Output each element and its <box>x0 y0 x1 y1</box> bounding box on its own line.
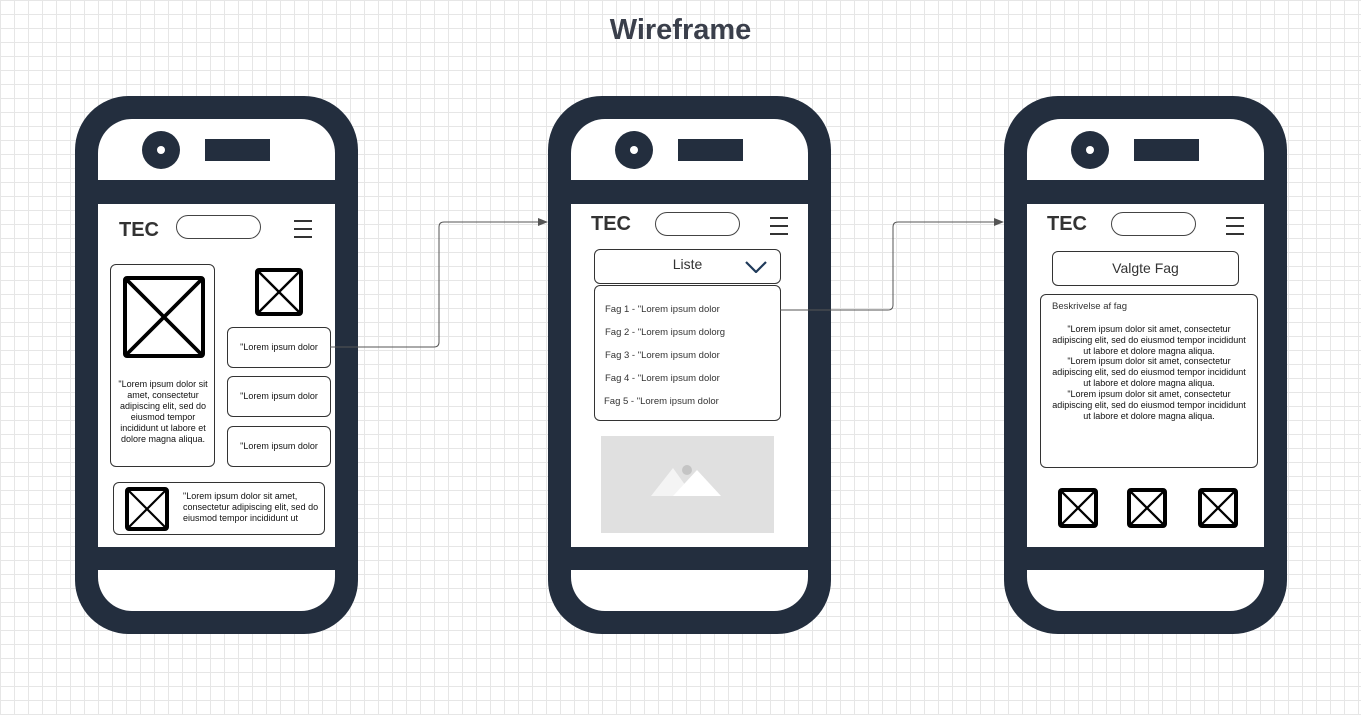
speaker-grille <box>205 139 270 161</box>
image-placeholder <box>601 436 774 533</box>
description-paragraph: "Lorem ipsum dolor sit amet, consectetur… <box>1052 389 1246 421</box>
dropdown-list: Fag 1 - "Lorem ipsum dolor Fag 2 - "Lore… <box>594 285 781 421</box>
hamburger-menu-icon[interactable] <box>770 217 788 235</box>
image-placeholder-icon[interactable] <box>1058 488 1098 528</box>
list-item[interactable]: Fag 3 - "Lorem ipsum dolor <box>605 350 720 361</box>
phone-screen: TEC "Lorem ipsum dolor sit amet, consect… <box>98 204 335 547</box>
list-item[interactable]: Fag 4 - "Lorem ipsum dolor <box>605 373 720 384</box>
dropdown-label: Liste <box>672 256 703 272</box>
side-button-2[interactable]: "Lorem ipsum dolor <box>227 376 331 417</box>
dropdown-select[interactable]: Liste <box>594 249 781 284</box>
list-item[interactable]: Fag 2 - "Lorem ipsum dolorg <box>605 327 726 338</box>
phone-bottom-bezel-area <box>1027 570 1264 611</box>
chevron-down-icon <box>745 261 767 273</box>
description-heading: Beskrivelse af fag <box>1052 301 1127 312</box>
selected-subject-button[interactable]: Valgte Fag <box>1052 251 1239 286</box>
description-paragraph: "Lorem ipsum dolor sit amet, consectetur… <box>1052 356 1246 388</box>
page-title: Wireframe <box>609 14 752 46</box>
hamburger-menu-icon[interactable] <box>294 220 312 238</box>
camera-icon <box>142 131 180 169</box>
connector-arrow-1 <box>330 218 548 348</box>
featured-card[interactable]: "Lorem ipsum dolor sit amet, consectetur… <box>110 264 215 467</box>
image-placeholder-icon[interactable] <box>1127 488 1167 528</box>
search-input[interactable] <box>1111 212 1196 236</box>
featured-card-text: "Lorem ipsum dolor sit amet, consectetur… <box>118 379 208 444</box>
image-placeholder-icon[interactable] <box>1198 488 1238 528</box>
image-placeholder-icon <box>123 276 205 358</box>
side-button-1[interactable]: "Lorem ipsum dolor <box>227 327 331 368</box>
phone-bottom-bezel-area <box>98 570 335 611</box>
hamburger-menu-icon[interactable] <box>1226 217 1244 235</box>
speaker-grille <box>678 139 743 161</box>
search-input[interactable] <box>655 212 740 236</box>
image-placeholder-icon <box>255 268 303 316</box>
bottom-card-text: "Lorem ipsum dolor sit amet, consectetur… <box>183 491 319 523</box>
phone-screen: TEC Liste Fag 1 - "Lorem ipsum dolor Fag… <box>571 204 808 547</box>
description-paragraph: "Lorem ipsum dolor sit amet, consectetur… <box>1052 324 1246 356</box>
phone-1-home: TEC "Lorem ipsum dolor sit amet, consect… <box>75 96 358 634</box>
camera-icon <box>615 131 653 169</box>
speaker-grille <box>1134 139 1199 161</box>
search-input[interactable] <box>176 215 261 239</box>
bottom-card[interactable]: "Lorem ipsum dolor sit amet, consectetur… <box>113 482 325 535</box>
side-button-3[interactable]: "Lorem ipsum dolor <box>227 426 331 467</box>
brand-logo[interactable]: TEC <box>1047 213 1087 235</box>
list-item[interactable]: Fag 5 - "Lorem ipsum dolor <box>604 396 719 407</box>
phone-bottom-bezel-area <box>571 570 808 611</box>
list-item[interactable]: Fag 1 - "Lorem ipsum dolor <box>605 304 720 315</box>
image-placeholder-icon <box>125 487 169 531</box>
camera-icon <box>1071 131 1109 169</box>
mountain-image-icon <box>651 465 721 496</box>
phone-screen: TEC Valgte Fag Beskrivelse af fag "Lorem… <box>1027 204 1264 547</box>
phone-3-detail: TEC Valgte Fag Beskrivelse af fag "Lorem… <box>1004 96 1287 634</box>
description-card: Beskrivelse af fag "Lorem ipsum dolor si… <box>1040 294 1258 468</box>
phone-2-list: TEC Liste Fag 1 - "Lorem ipsum dolor Fag… <box>548 96 831 634</box>
brand-logo[interactable]: TEC <box>591 213 631 235</box>
brand-logo[interactable]: TEC <box>119 219 159 241</box>
